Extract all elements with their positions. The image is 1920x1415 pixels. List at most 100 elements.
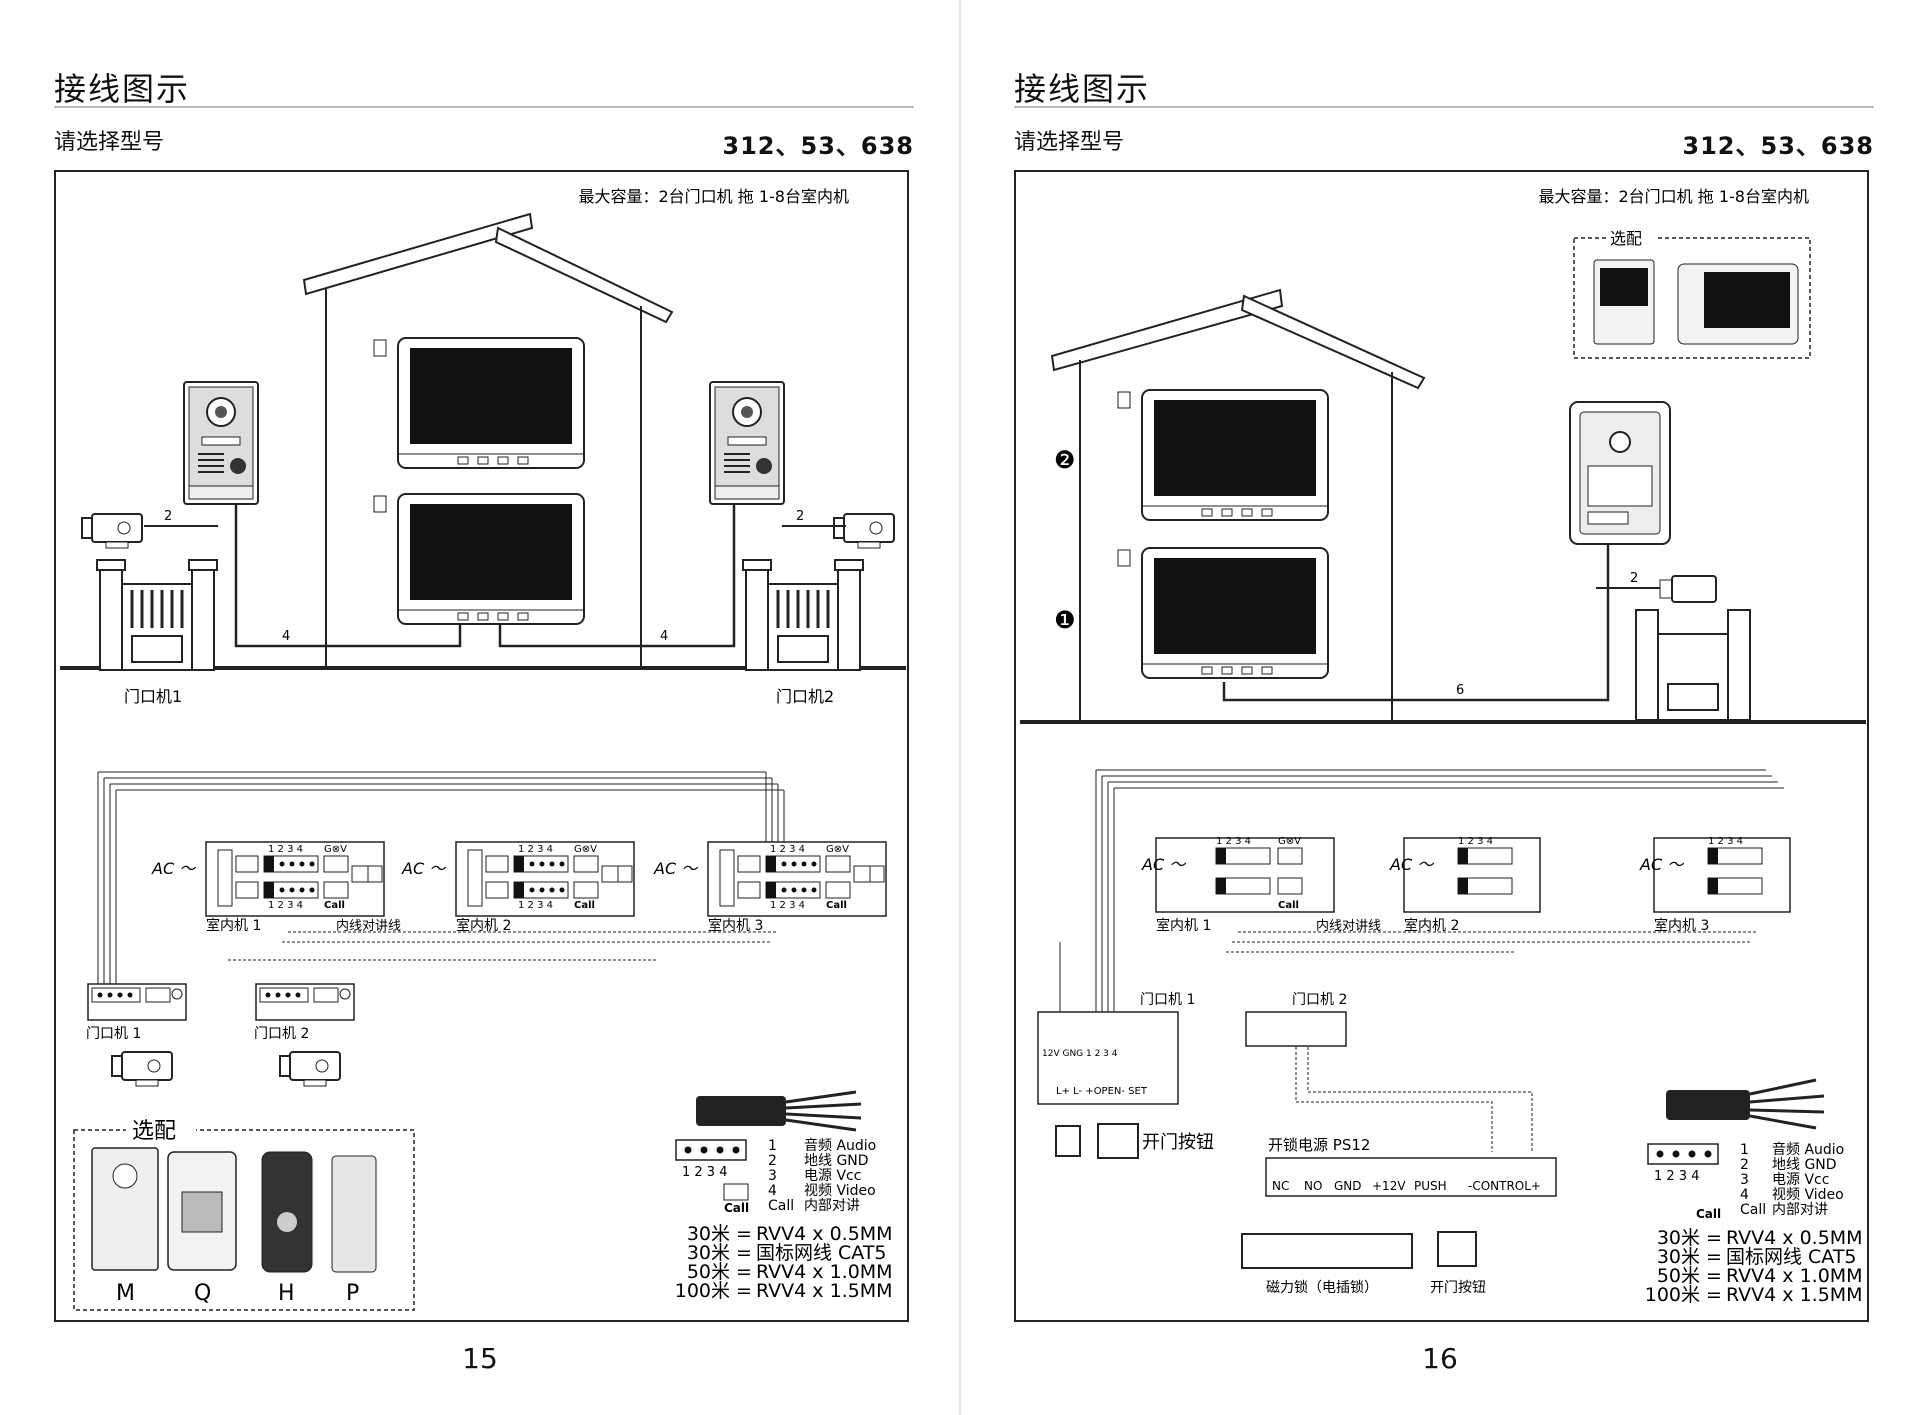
camera-icon [833, 513, 895, 549]
indoor-monitor-1 [1141, 547, 1329, 679]
gv-label: G⊗V [1278, 836, 1301, 847]
pin-label: 1 2 3 4 [770, 844, 805, 855]
gate-2 [741, 558, 865, 672]
indoor-unit-label: 室内机 3 [1654, 917, 1709, 934]
svg-text:视频 Video: 视频 Video [1772, 1187, 1844, 1203]
cable-count-label: 6 [1456, 683, 1464, 698]
roof-left [302, 212, 534, 296]
indoor-unit-2-board [1403, 837, 1541, 913]
page-number: 16 [1422, 1342, 1458, 1375]
capacity-note: 最大容量：2台门口机 拖 1-8台室内机 [1539, 187, 1810, 206]
svg-text:RVV4 x 1.5MM: RVV4 x 1.5MM [756, 1280, 893, 1302]
cable-illustration [696, 1096, 786, 1126]
legend-pins: 1 2 3 4 [682, 1165, 727, 1180]
model-p-image [331, 1155, 377, 1273]
legend-call-label: Call [724, 1201, 749, 1215]
optional-label-bg [1606, 228, 1656, 248]
cable-count-label: 2 [796, 509, 804, 524]
ac-label: AC ～ [151, 859, 197, 878]
call-label: Call [1278, 900, 1299, 911]
svg-text:NC: NC [1272, 1179, 1289, 1193]
svg-text:30米: 30米 [1657, 1227, 1700, 1249]
svg-text:30米: 30米 [1657, 1246, 1700, 1268]
model-numbers: 312、53、638 [1682, 132, 1874, 160]
cable-illustration [1666, 1090, 1750, 1120]
legend-call-terminal [723, 1183, 749, 1201]
power-adapter-icon [1117, 549, 1131, 567]
pin-label: 1 2 3 4 [268, 900, 303, 911]
svg-text:1: 1 [768, 1138, 777, 1154]
roof-right [494, 226, 674, 324]
svg-text:+12V: +12V [1372, 1179, 1406, 1193]
call-label: Call [574, 900, 595, 911]
legend-terminal [675, 1139, 747, 1161]
roof-left [1050, 288, 1284, 372]
svg-text:=: = [1706, 1246, 1722, 1268]
wiring-diagram-right: 最大容量：2台门口机 拖 1-8台室内机 选配 ❷ ❶ [1020, 187, 1866, 1306]
gate-post [1635, 609, 1659, 721]
cable-count-label: 4 [660, 629, 668, 644]
legend-call-label: Call [1696, 1207, 1721, 1221]
gv-label: G⊗V [826, 844, 849, 855]
psu-label: 开锁电源 PS12 [1268, 1136, 1370, 1154]
svg-text:4: 4 [1740, 1187, 1749, 1203]
door-1-terminal [87, 983, 187, 1021]
magnetic-lock-label: 磁力锁（电插锁） [1266, 1280, 1378, 1296]
page-title: 接线图示 [1014, 70, 1151, 108]
psu-terminal-block [1265, 1157, 1557, 1197]
exit-button-label: 开门按钮 [1142, 1132, 1214, 1153]
indoor-unit-label: 室内机 3 [708, 917, 763, 934]
roof-right [1240, 294, 1426, 390]
wiring-diagram-frame: 最大容量：2台门口机 拖 1-8台室内机 选配 ❷ ❶ [1014, 170, 1869, 1322]
power-adapter-icon [373, 495, 387, 513]
door-1-terminal-label: 门口机 1 [86, 1026, 141, 1042]
gate-post [1727, 609, 1751, 721]
page-15: 接线图示 请选择型号 312、53、638 [54, 70, 914, 1375]
model-p-label: P [346, 1281, 359, 1306]
optional-label-bg [126, 1120, 196, 1142]
intercom-line-label: 内线对讲线 [336, 918, 401, 934]
cable-count-label: 2 [164, 509, 172, 524]
exit-button-label: 开门按钮 [1430, 1280, 1486, 1296]
model-h-label: H [278, 1281, 295, 1306]
door-1-pin-label: 12V GNG 1 2 3 4 [1042, 1049, 1118, 1059]
svg-text:=: = [1706, 1284, 1722, 1306]
monitor-marker-2: ❷ [1054, 446, 1076, 474]
svg-text:电源 Vcc: 电源 Vcc [1772, 1172, 1829, 1188]
svg-text:RVV4 x 1.0MM: RVV4 x 1.0MM [756, 1261, 893, 1283]
page-subtitle: 请选择型号 [1014, 130, 1125, 155]
door-station-2-label: 门口机2 [776, 687, 834, 706]
page-divider [959, 0, 961, 1415]
pin-label: 1 2 3 4 [770, 900, 805, 911]
legend-terminal [1647, 1143, 1719, 1165]
cable-6 [1222, 544, 1610, 702]
capacity-note: 最大容量：2台门口机 拖 1-8台室内机 [579, 187, 850, 206]
svg-text:RVV4 x 1.0MM: RVV4 x 1.0MM [1726, 1265, 1863, 1287]
camera-icon [1055, 1125, 1081, 1157]
camera-icon [81, 513, 143, 549]
indoor-monitor-bottom [397, 493, 585, 625]
page-number: 15 [462, 1342, 498, 1375]
gate-1 [95, 558, 219, 672]
magnetic-lock [1241, 1233, 1413, 1269]
page-16: 接线图示 请选择型号 312、53、638 最大容量：2台门口机 拖 1-8台室… [960, 0, 1920, 1415]
door-1-lower-label: L+ L- +OPEN- SET [1056, 1086, 1148, 1097]
svg-text:GND: GND [1334, 1179, 1362, 1193]
door-1-label: 门口机 1 [1140, 992, 1195, 1008]
indoor-unit-3-board [1653, 837, 1791, 913]
call-label: Call [324, 900, 345, 911]
model-m-image [91, 1147, 159, 1271]
svg-text:100米: 100米 [675, 1280, 730, 1302]
svg-text:3: 3 [768, 1168, 777, 1184]
cable-spec-table: 30米 30米 50米 100米 ==== RVV4 x 0.5MM 国标网线 … [675, 1223, 893, 1302]
svg-text:国标网线 CAT5: 国标网线 CAT5 [1726, 1246, 1857, 1268]
ac-label: AC ～ [1389, 855, 1435, 874]
cable-4-right [498, 504, 736, 648]
wiring-diagram-frame: 最大容量：2台门口机 拖 1-8台室内机 2 2 4 [54, 170, 909, 1322]
ac-label: AC ～ [653, 859, 699, 878]
exit-button-icon [1437, 1231, 1477, 1267]
svg-text:2: 2 [768, 1153, 777, 1169]
cable-count-label: 2 [1630, 571, 1638, 586]
svg-text:50米: 50米 [687, 1261, 730, 1283]
svg-text:30米: 30米 [687, 1242, 730, 1264]
